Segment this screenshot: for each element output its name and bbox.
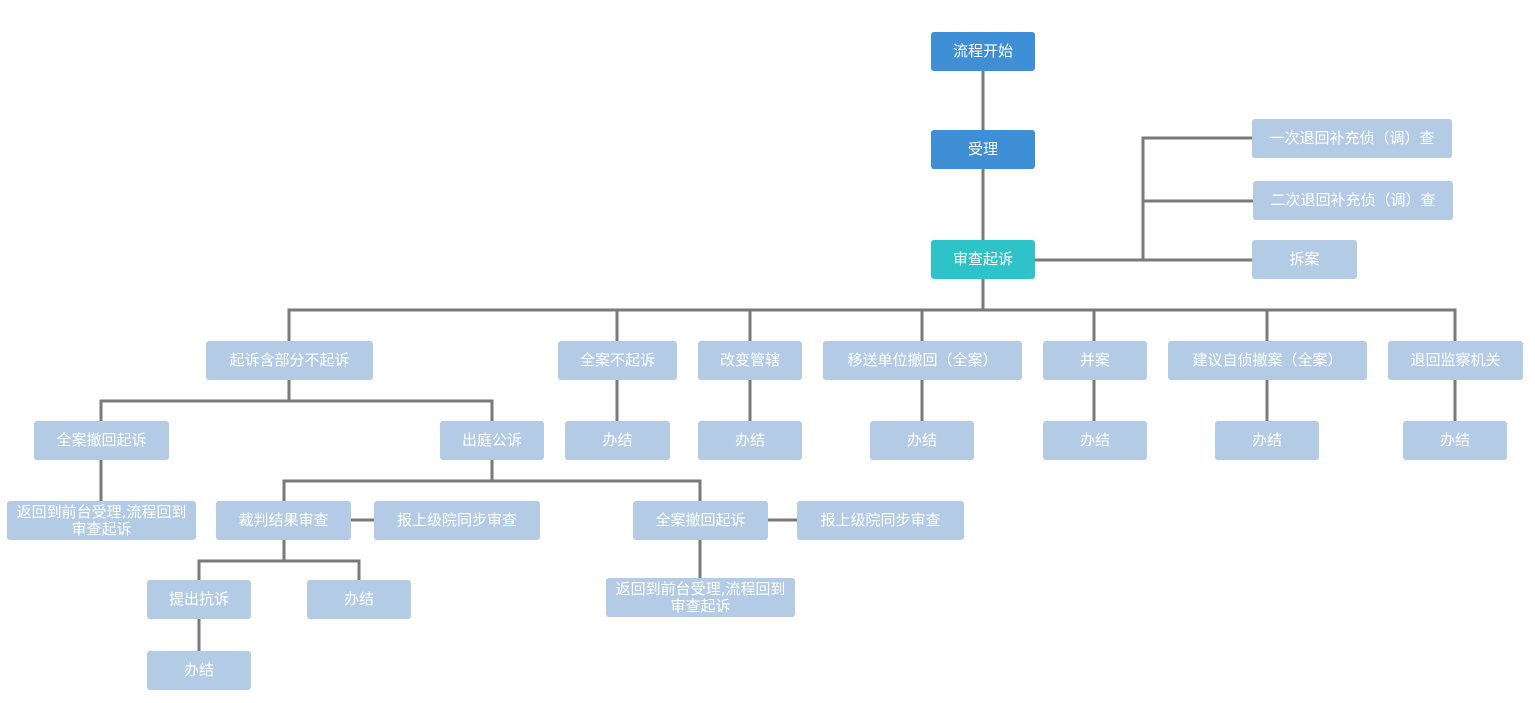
node-merge[interactable]: 并案 bbox=[1043, 341, 1147, 380]
node-change-jurisdiction[interactable]: 改变管辖 bbox=[698, 341, 802, 380]
node-accept[interactable]: 受理 bbox=[931, 130, 1035, 169]
node-label: 全案不起诉 bbox=[579, 351, 655, 369]
node-label: 办结 bbox=[602, 431, 633, 449]
node-done[interactable]: 办结 bbox=[565, 421, 670, 460]
node-split[interactable]: 拆案 bbox=[1252, 240, 1357, 279]
node-label: 拆案 bbox=[1289, 250, 1320, 268]
node-label: 返回到前台受理,流程回到审查起诉 bbox=[16, 502, 187, 538]
node-label: 起诉含部分不起诉 bbox=[229, 351, 350, 369]
node-done[interactable]: 办结 bbox=[307, 580, 411, 619]
node-label: 全案撤回起诉 bbox=[56, 431, 147, 449]
node-done[interactable]: 办结 bbox=[1215, 421, 1319, 460]
node-label: 建议自侦撤案（全案） bbox=[1192, 351, 1343, 369]
node-label: 办结 bbox=[1079, 431, 1110, 449]
node-label: 移送单位撤回（全案） bbox=[847, 351, 998, 369]
node-done[interactable]: 办结 bbox=[698, 421, 802, 460]
node-report-superior[interactable]: 报上级院同步审查 bbox=[374, 501, 540, 540]
node-label: 办结 bbox=[183, 661, 214, 679]
node-label: 裁判结果审查 bbox=[238, 511, 329, 529]
node-label: 办结 bbox=[906, 431, 937, 449]
node-label: 受理 bbox=[967, 140, 998, 158]
node-label: 办结 bbox=[343, 590, 374, 608]
node-report-superior[interactable]: 报上级院同步审查 bbox=[797, 501, 964, 540]
node-review[interactable]: 审查起诉 bbox=[931, 240, 1035, 279]
node-done[interactable]: 办结 bbox=[147, 651, 251, 690]
node-label: 二次退回补充侦（调）查 bbox=[1270, 191, 1436, 209]
node-label: 审查起诉 bbox=[952, 250, 1013, 268]
node-done[interactable]: 办结 bbox=[1043, 421, 1147, 460]
node-label: 报上级院同步审查 bbox=[396, 511, 517, 529]
node-return-second[interactable]: 二次退回补充侦（调）查 bbox=[1253, 181, 1453, 220]
node-label: 提出抗诉 bbox=[168, 590, 229, 608]
node-label: 流程开始 bbox=[952, 42, 1013, 60]
node-label: 一次退回补充侦（调）查 bbox=[1269, 129, 1435, 147]
node-transfer-withdraw[interactable]: 移送单位撤回（全案） bbox=[823, 341, 1022, 380]
node-withdraw-all[interactable]: 全案撤回起诉 bbox=[633, 501, 768, 540]
node-done[interactable]: 办结 bbox=[870, 421, 974, 460]
node-protest[interactable]: 提出抗诉 bbox=[147, 580, 251, 619]
node-self-withdraw[interactable]: 建议自侦撤案（全案） bbox=[1168, 341, 1367, 380]
node-label: 退回监察机关 bbox=[1410, 351, 1501, 369]
node-label: 办结 bbox=[734, 431, 765, 449]
node-done[interactable]: 办结 bbox=[1403, 421, 1507, 460]
node-trial[interactable]: 出庭公诉 bbox=[440, 421, 544, 460]
node-label: 办结 bbox=[1251, 431, 1282, 449]
node-start[interactable]: 流程开始 bbox=[931, 32, 1035, 71]
node-back-frontdesk[interactable]: 返回到前台受理,流程回到审查起诉 bbox=[606, 578, 795, 617]
node-return-first[interactable]: 一次退回补充侦（调）查 bbox=[1252, 119, 1452, 158]
node-label: 报上级院同步审查 bbox=[820, 511, 941, 529]
node-label: 并案 bbox=[1079, 351, 1110, 369]
node-label: 全案撤回起诉 bbox=[655, 511, 746, 529]
node-label: 改变管辖 bbox=[719, 351, 780, 369]
node-label: 办结 bbox=[1439, 431, 1470, 449]
node-verdict-review[interactable]: 裁判结果审查 bbox=[216, 501, 351, 540]
node-partial-prosecution[interactable]: 起诉含部分不起诉 bbox=[206, 341, 373, 380]
node-withdraw-all[interactable]: 全案撤回起诉 bbox=[34, 421, 169, 460]
node-label: 返回到前台受理,流程回到审查起诉 bbox=[615, 579, 786, 615]
node-back-frontdesk[interactable]: 返回到前台受理,流程回到审查起诉 bbox=[7, 501, 196, 540]
node-no-prosecution[interactable]: 全案不起诉 bbox=[558, 341, 677, 380]
node-label: 出庭公诉 bbox=[461, 431, 522, 449]
node-return-supervision[interactable]: 退回监察机关 bbox=[1388, 341, 1523, 380]
